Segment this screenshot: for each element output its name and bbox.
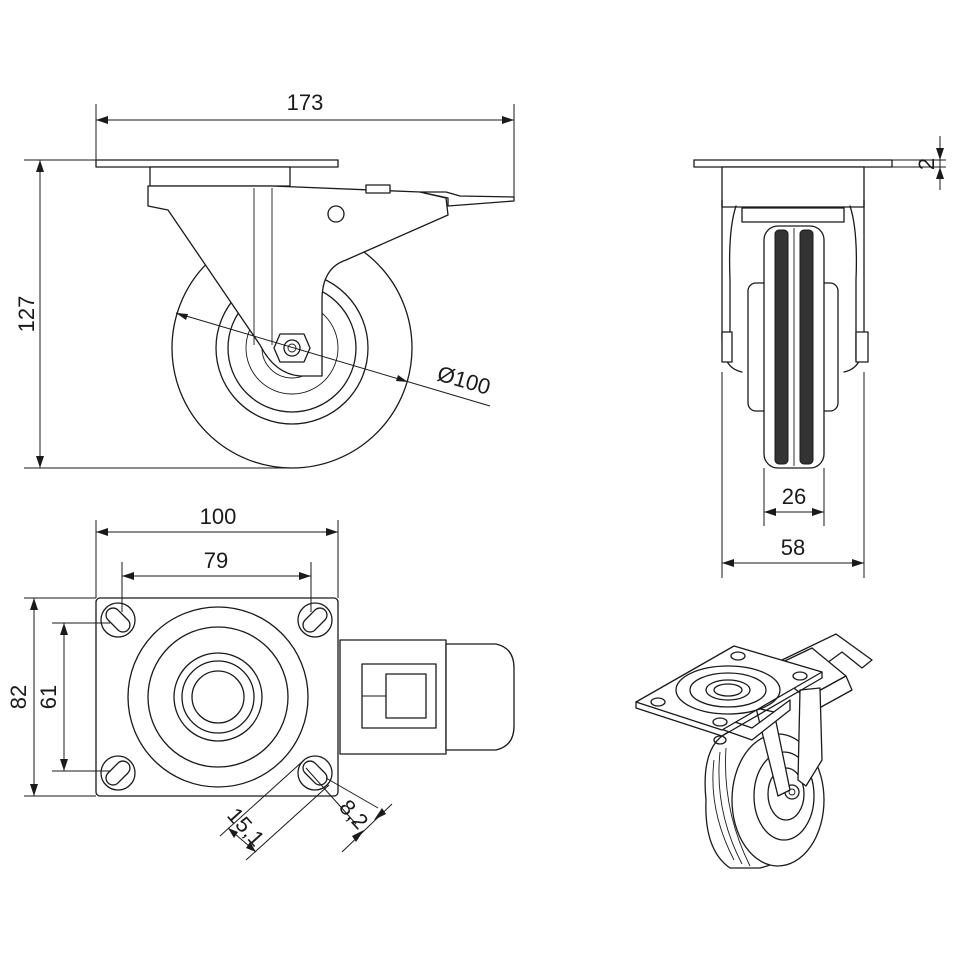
- dim-hole-spacing-x: 79: [204, 548, 228, 573]
- dim-overall-width: 173: [287, 90, 324, 115]
- side-top-plate: [95, 159, 339, 168]
- mounting-slot-bottom-left: [100, 755, 136, 791]
- front-dimensions: 2 26 58: [721, 136, 946, 578]
- dim-bracket-width: 58: [781, 535, 805, 560]
- mounting-slot-bottom-right: [297, 755, 333, 791]
- front-top-plate: [693, 159, 893, 168]
- dim-slot-length: 15,1: [222, 803, 269, 852]
- top-view: [95, 597, 515, 797]
- top-brake-pedal: [445, 643, 515, 751]
- side-fork-bracket: [147, 185, 449, 377]
- dim-plate-depth: 82: [6, 685, 31, 709]
- dim-wheel-diameter: Ø100: [435, 361, 494, 400]
- dim-plate-width: 100: [200, 504, 237, 529]
- top-kingpin-hole: [191, 670, 245, 724]
- side-axle-nut: [273, 333, 311, 363]
- mounting-slot-top-left: [100, 602, 136, 638]
- dim-hole-spacing-y: 61: [36, 685, 61, 709]
- side-brake-lever: [419, 191, 515, 207]
- mounting-slot-top-right: [297, 602, 333, 638]
- dim-overall-height: 127: [14, 296, 39, 333]
- top-mounting-plate: [95, 597, 339, 797]
- side-dimensions: 173 127 Ø100: [14, 90, 515, 469]
- dim-plate-thickness: 2: [914, 158, 939, 170]
- isometric-view: [635, 633, 873, 869]
- dim-wheel-width: 26: [782, 484, 806, 509]
- side-view: [95, 159, 515, 469]
- front-view: [693, 159, 893, 469]
- side-brake-pivot: [327, 205, 345, 223]
